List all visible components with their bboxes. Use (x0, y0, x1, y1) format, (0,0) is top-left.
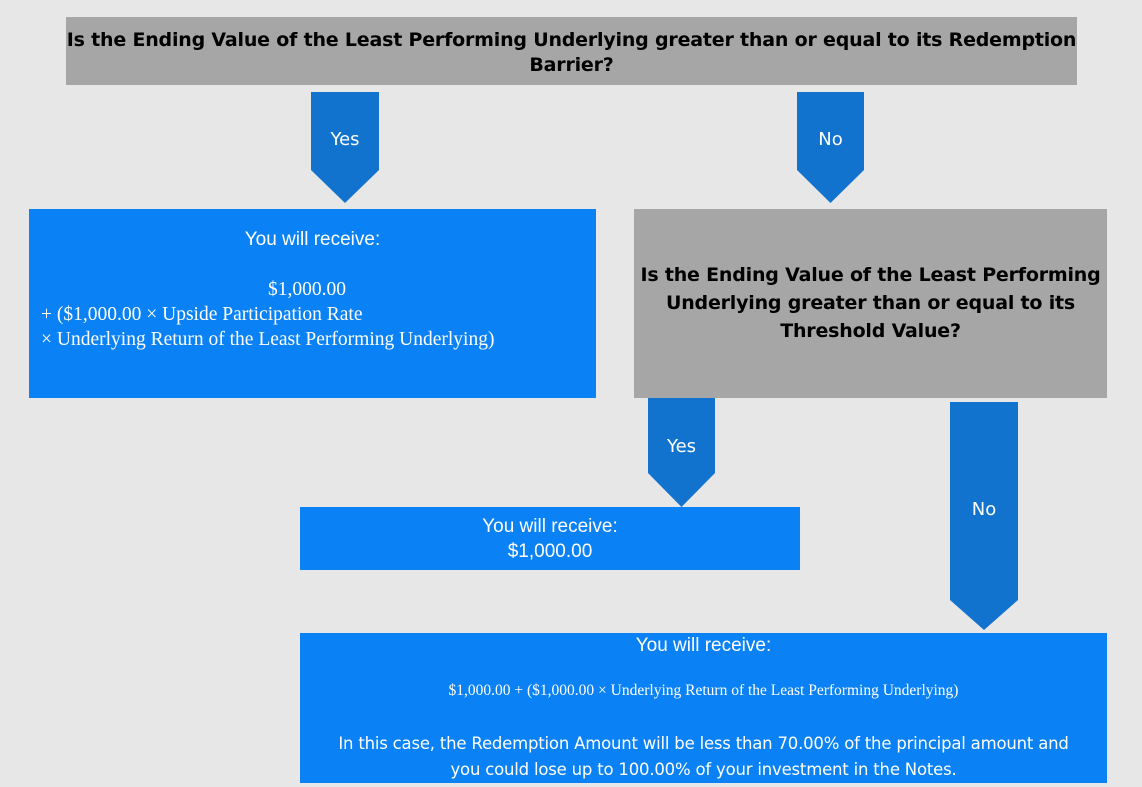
yes-arrow-top: Yes (311, 92, 379, 203)
threshold-value-question: Is the Ending Value of the Least Perform… (634, 209, 1107, 398)
formula-line-2: + ($1,000.00 × Upside Participation Rate (41, 304, 363, 325)
question-line-2: Barrier? (529, 54, 614, 76)
no-label-top: No (818, 129, 843, 150)
loss-payout-formula: $1,000.00 + ($1,000.00 × Underlying Retu… (448, 682, 959, 699)
upside-payout-formula: $1,000.00 + ($1,000.00 × Upside Particip… (41, 277, 494, 352)
loss-outcome-header: You will receive: (635, 635, 772, 656)
yes-arrow-second: Yes (648, 398, 715, 507)
question-line-2: Underlying greater than or equal to its (665, 292, 1076, 314)
loss-warning-note: In this case, the Redemption Amount will… (300, 731, 1107, 783)
principal-outcome-box: You will receive: $1,000.00 (300, 507, 800, 570)
upside-outcome-header: You will receive: (244, 229, 381, 250)
principal-outcome-header: You will receive: (482, 516, 618, 537)
yes-label-top: Yes (330, 129, 360, 150)
redemption-barrier-question: Is the Ending Value of the Least Perform… (66, 17, 1077, 85)
question-line-3: Threshold Value? (780, 320, 961, 342)
note-line-2: you could lose up to 100.00% of your inv… (450, 760, 957, 779)
formula-line-1: $1,000.00 (268, 279, 346, 300)
no-label-second: No (971, 499, 997, 520)
note-line-1: In this case, the Redemption Amount will… (338, 734, 1069, 753)
question-line-1: Is the Ending Value of the Least Perform… (640, 264, 1101, 286)
no-arrow-second: No (950, 402, 1018, 630)
yes-label-second: Yes (666, 436, 697, 457)
question-line-1: Is the Ending Value of the Least Perform… (66, 29, 1077, 51)
loss-outcome-box: You will receive: $1,000.00 + ($1,000.00… (300, 633, 1107, 783)
principal-amount: $1,000.00 (507, 541, 593, 562)
upside-outcome-box: You will receive: $1,000.00 + ($1,000.00… (29, 209, 596, 398)
no-arrow-top: No (797, 92, 864, 203)
formula-line-3: × Underlying Return of the Least Perform… (41, 329, 495, 350)
